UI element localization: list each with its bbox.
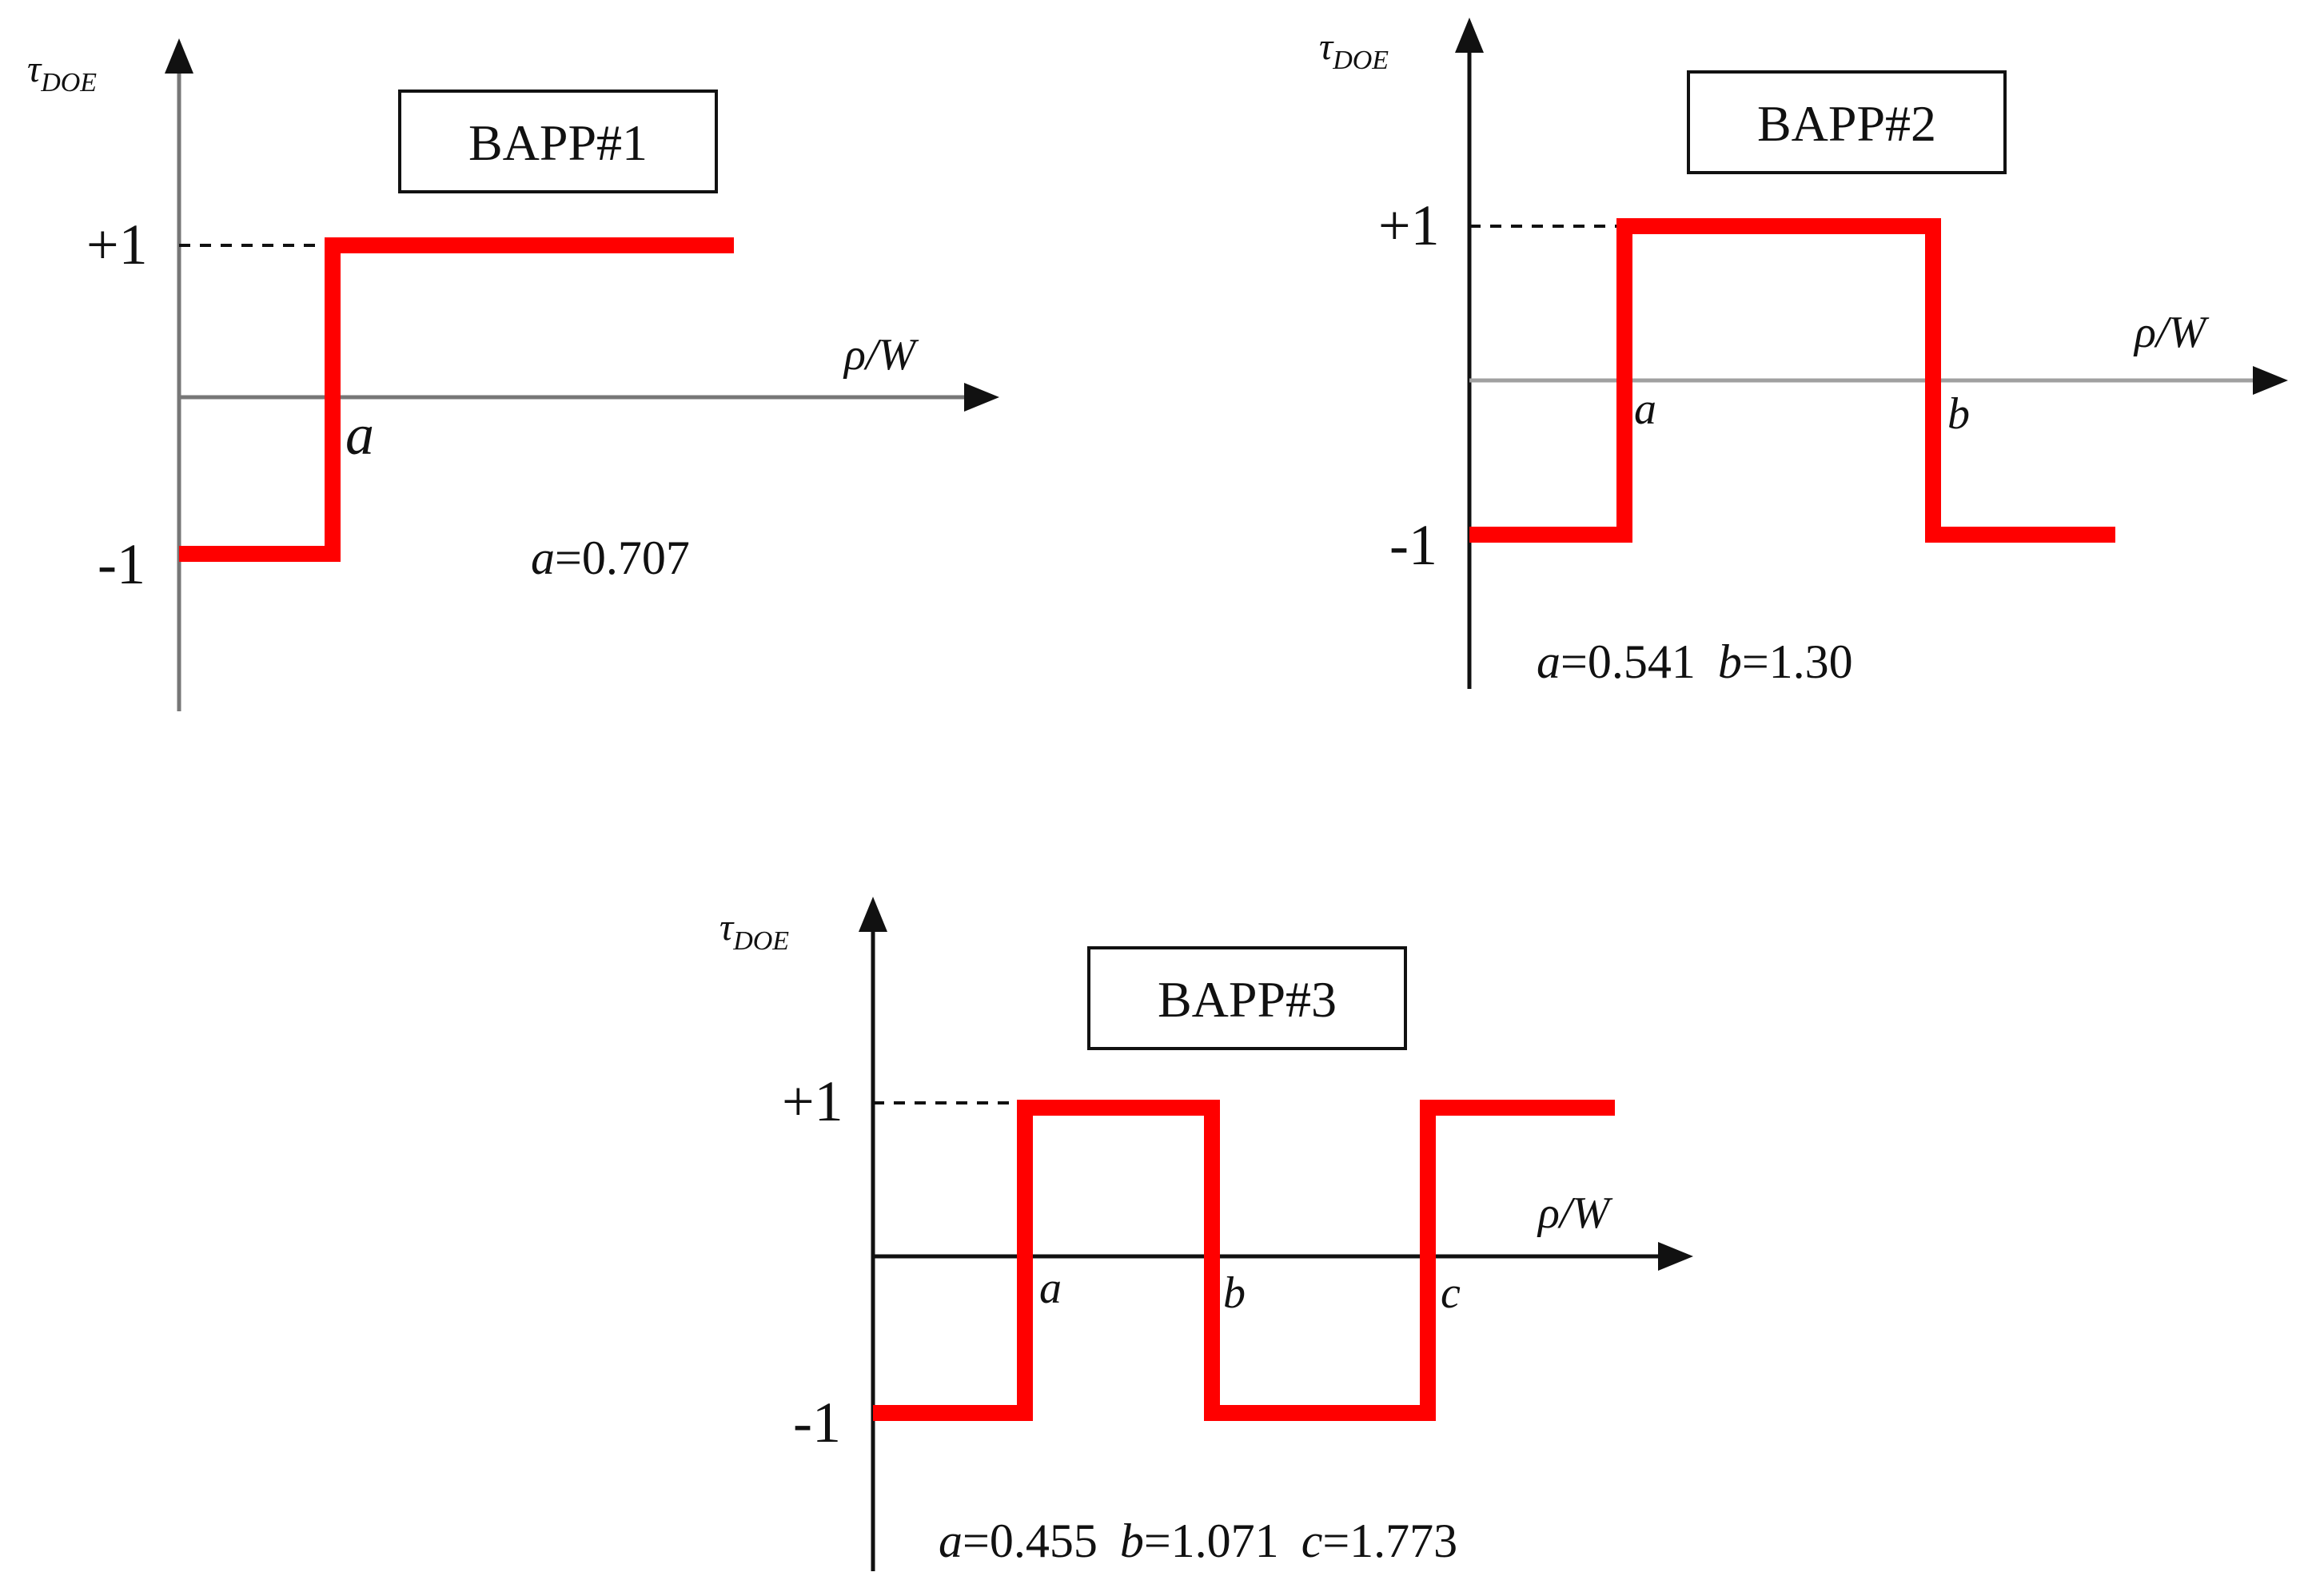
panel3-y-tick-minus1: -1 <box>793 1391 841 1455</box>
panel3-title-box <box>1087 946 1407 1050</box>
panel3-y-axis-arrow <box>859 897 887 932</box>
panel3-step-function <box>873 1100 1615 1421</box>
panel3-transition-label-b: b <box>1223 1268 1246 1318</box>
panel2-transition-label-a: a <box>1634 384 1656 434</box>
panel2-x-axis-arrow <box>2253 366 2288 395</box>
panel3-transition-label-a: a <box>1039 1264 1062 1313</box>
panel1-title: BAPP#1 <box>468 114 648 171</box>
panel3-y-axis-label: τDOE <box>719 906 789 956</box>
panel1-y-tick-plus1: +1 <box>86 213 148 277</box>
panel1-x-axis-label: ρ/W <box>843 330 919 380</box>
panel2-y-axis-label: τDOE <box>1319 26 1389 75</box>
panel2-transition-label-b: b <box>1947 389 1970 439</box>
panel3-y-tick-plus1: +1 <box>782 1069 843 1133</box>
panel1-parameter-text: a=0.707 <box>531 531 690 584</box>
panel1-x-axis-arrow <box>964 383 999 412</box>
panel-bapp1: τDOE +1 -1 ρ/W a a=0.707 BAPP#1 <box>27 38 999 711</box>
panel2-title-box <box>1687 70 2007 174</box>
panel2-y-tick-plus1: +1 <box>1378 193 1440 257</box>
panel2-title: BAPP#2 <box>1757 95 1936 152</box>
panel3-transition-label-c: c <box>1441 1268 1461 1318</box>
panel2-x-axis-label: ρ/W <box>2133 308 2209 357</box>
panel1-transition-label-a: a <box>345 403 374 467</box>
panel2-y-axis-arrow <box>1455 18 1484 53</box>
panel2-y-tick-minus1: -1 <box>1389 513 1437 577</box>
panel3-x-axis-arrow <box>1658 1242 1693 1271</box>
panel1-y-axis-label: τDOE <box>27 48 97 98</box>
panel2-step-function <box>1469 218 2115 543</box>
panel1-title-box <box>398 90 718 193</box>
panel1-y-axis-arrow <box>165 38 193 74</box>
panel3-title: BAPP#3 <box>1158 971 1337 1028</box>
panel3-x-axis-label: ρ/W <box>1537 1188 1612 1238</box>
panel1-step-function <box>179 237 734 562</box>
panel1-y-tick-minus1: -1 <box>98 532 145 596</box>
